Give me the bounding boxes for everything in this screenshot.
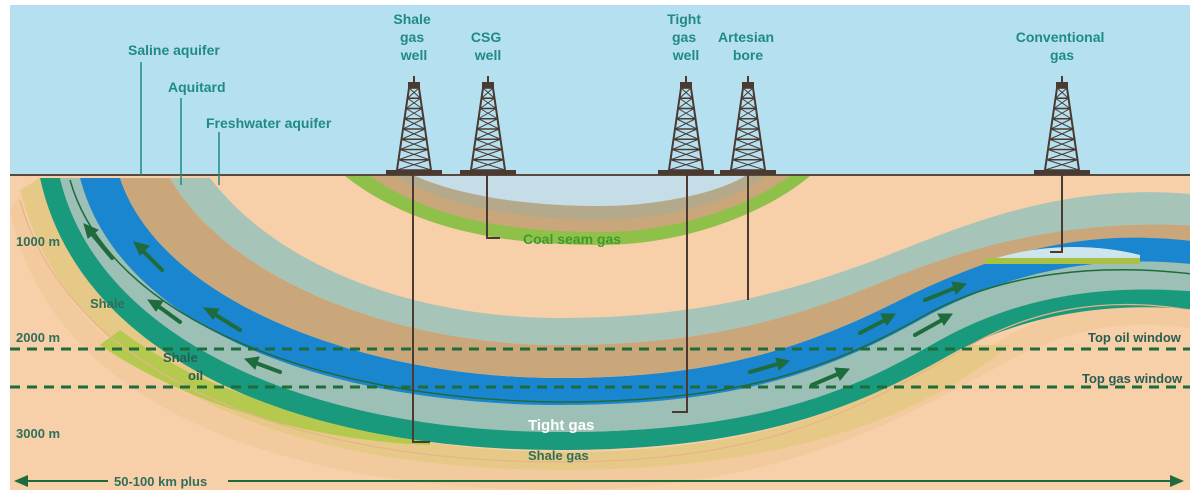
derrick-icon xyxy=(386,76,442,175)
aquifer-flow-line xyxy=(69,179,1190,403)
flow-arrow xyxy=(748,357,791,374)
tan-band xyxy=(120,178,1190,378)
scale-label: 50-100 km plus xyxy=(114,474,207,489)
tight-gas-well-label: Tight gas well xyxy=(667,11,705,63)
saline-aquifer-label: Saline aquifer xyxy=(128,42,220,58)
top-gas-window-label: Top gas window xyxy=(1082,371,1183,386)
coal-seam-light xyxy=(415,176,745,206)
flow-arrow xyxy=(810,367,850,387)
scale-arrow-right xyxy=(1170,475,1184,487)
flow-arrow xyxy=(146,299,182,324)
grey-green-lower-band xyxy=(60,178,1190,432)
shale-gas-wellbore xyxy=(412,175,430,443)
derrick-icon xyxy=(1034,76,1090,175)
grey-green-upper-band xyxy=(170,178,1190,345)
tight-gas-label: Tight gas xyxy=(528,417,594,434)
flow-arrow xyxy=(858,313,896,335)
flow-arrow xyxy=(923,281,968,302)
shale-oil-band xyxy=(10,195,1190,490)
shale-label: Shale xyxy=(90,296,125,311)
surface-pointer-lines xyxy=(140,62,220,185)
scale-arrow-left xyxy=(14,475,28,487)
top-oil-window-label: Top oil window xyxy=(1088,330,1182,345)
flow-arrows xyxy=(83,223,968,387)
depth-3000m-label: 3000 m xyxy=(16,426,60,441)
shale-gas-label: Shale gas xyxy=(528,448,589,463)
artesian-bore-label: Artesian bore xyxy=(718,29,778,63)
aquitard-label: Aquitard xyxy=(168,79,226,95)
blue-aquifer-band xyxy=(80,178,1190,405)
derricks xyxy=(386,76,1090,175)
tight-gas-wellbore xyxy=(672,175,688,413)
well-bores xyxy=(412,175,1063,443)
shale-oil-label: Shale oil xyxy=(163,350,203,383)
flow-arrow xyxy=(913,313,953,337)
derrick-icon xyxy=(720,76,776,175)
conventional-gas-label: Conventional gas xyxy=(1016,29,1109,63)
freshwater-aquifer-label: Freshwater aquifer xyxy=(206,115,332,131)
depth-1000m-label: 1000 m xyxy=(16,234,60,249)
coal-seam-gas-label: Coal seam gas xyxy=(523,231,621,247)
csg-well-label: CSG well xyxy=(471,29,505,63)
flow-arrow xyxy=(133,241,164,272)
depth-2000m-label: 2000 m xyxy=(16,330,60,345)
shale-gas-well-label: Shale gas well xyxy=(393,11,434,63)
scale-bar: 50-100 km plus xyxy=(14,474,1184,489)
flow-arrow xyxy=(243,356,282,374)
derrick-icon xyxy=(460,76,516,175)
csg-wellbore xyxy=(486,175,500,239)
shale-boundary-line xyxy=(19,199,1190,463)
flow-arrow xyxy=(202,307,242,332)
sky xyxy=(10,5,1190,175)
conventional-gas-wellbore xyxy=(1050,175,1063,253)
conventional-gas-oil-leg xyxy=(985,258,1140,264)
flow-arrow xyxy=(83,223,114,260)
derrick-icon xyxy=(658,76,714,175)
